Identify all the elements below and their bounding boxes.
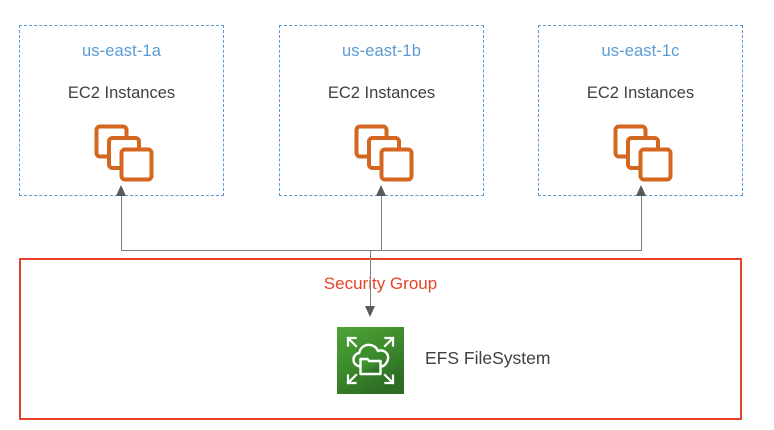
arrowhead-up-us-east-1c	[635, 185, 646, 196]
az-label-us-east-1c: us-east-1c	[601, 42, 680, 60]
ec2-instances-icon[interactable]	[94, 124, 156, 182]
arrowhead-up-us-east-1b	[375, 185, 386, 196]
az-resource-label-us-east-1c: EC2 Instances	[586, 84, 695, 102]
connector-vertical-us-east-1b	[380, 194, 382, 251]
az-resource-label-us-east-1a: EC2 Instances	[67, 84, 176, 102]
availability-zone-us-east-1c[interactable]: us-east-1c EC2 Instances	[538, 25, 743, 196]
connector-vertical-efs-drop	[370, 250, 372, 307]
connector-vertical-us-east-1c	[640, 194, 642, 251]
efs-filesystem-label: EFS FileSystem	[425, 348, 551, 368]
security-group-boundary[interactable]	[19, 258, 742, 420]
arrowhead-down-efs	[365, 306, 375, 317]
connector-vertical-us-east-1a	[120, 194, 122, 251]
availability-zone-us-east-1a[interactable]: us-east-1a EC2 Instances	[19, 25, 224, 196]
az-resource-label-us-east-1b: EC2 Instances	[327, 84, 436, 102]
ec2-instances-icon[interactable]	[613, 124, 675, 182]
efs-filesystem-icon[interactable]	[337, 327, 404, 394]
availability-zone-us-east-1b[interactable]: us-east-1b EC2 Instances	[279, 25, 484, 196]
ec2-instances-icon[interactable]	[354, 124, 416, 182]
az-label-us-east-1a: us-east-1a	[82, 42, 161, 60]
arrowhead-up-us-east-1a	[115, 185, 126, 196]
az-label-us-east-1b: us-east-1b	[342, 42, 421, 60]
